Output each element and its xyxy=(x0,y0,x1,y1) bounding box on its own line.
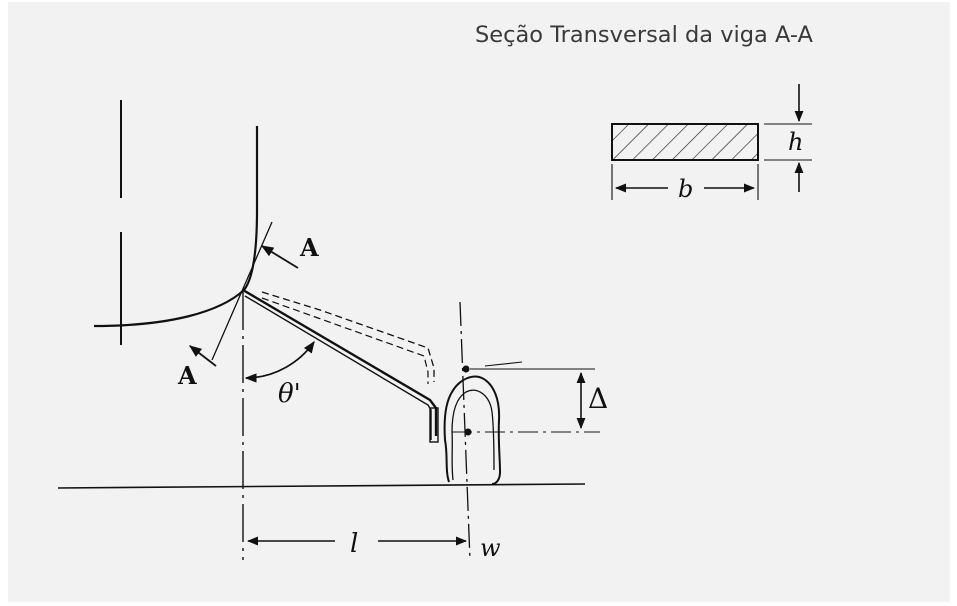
wall-inner-curve xyxy=(243,126,259,291)
beam-loaded xyxy=(242,288,438,436)
length-label: l xyxy=(350,529,358,559)
beam-unloaded-edge xyxy=(261,297,429,384)
section-label-upper: A xyxy=(299,233,319,262)
contact-body xyxy=(443,375,502,485)
section-arrow-lower xyxy=(189,345,217,367)
ground-line xyxy=(57,483,586,489)
beam-tip-plate xyxy=(429,407,439,443)
wall-base-curve xyxy=(93,289,245,328)
beam-unloaded xyxy=(261,291,435,382)
cross-section-hatched xyxy=(611,123,759,161)
beam-loaded-edge xyxy=(244,295,432,440)
section-label-lower: A xyxy=(177,361,197,390)
deflection-label: Δ xyxy=(588,382,608,415)
height-label: h xyxy=(788,128,803,156)
point-upper xyxy=(462,365,470,373)
ref-line-upper-dash xyxy=(484,361,523,367)
width-label: b xyxy=(678,175,693,203)
section-arrow-upper xyxy=(260,245,299,269)
load-label: w xyxy=(480,534,501,562)
angle-arc xyxy=(244,341,315,383)
section-cut-line xyxy=(211,221,273,361)
section-title: Seção Transversal da viga A-A xyxy=(475,22,813,48)
contact-body-inner xyxy=(451,389,495,481)
angle-label: θ' xyxy=(278,379,301,409)
diagram-panel xyxy=(8,2,950,602)
